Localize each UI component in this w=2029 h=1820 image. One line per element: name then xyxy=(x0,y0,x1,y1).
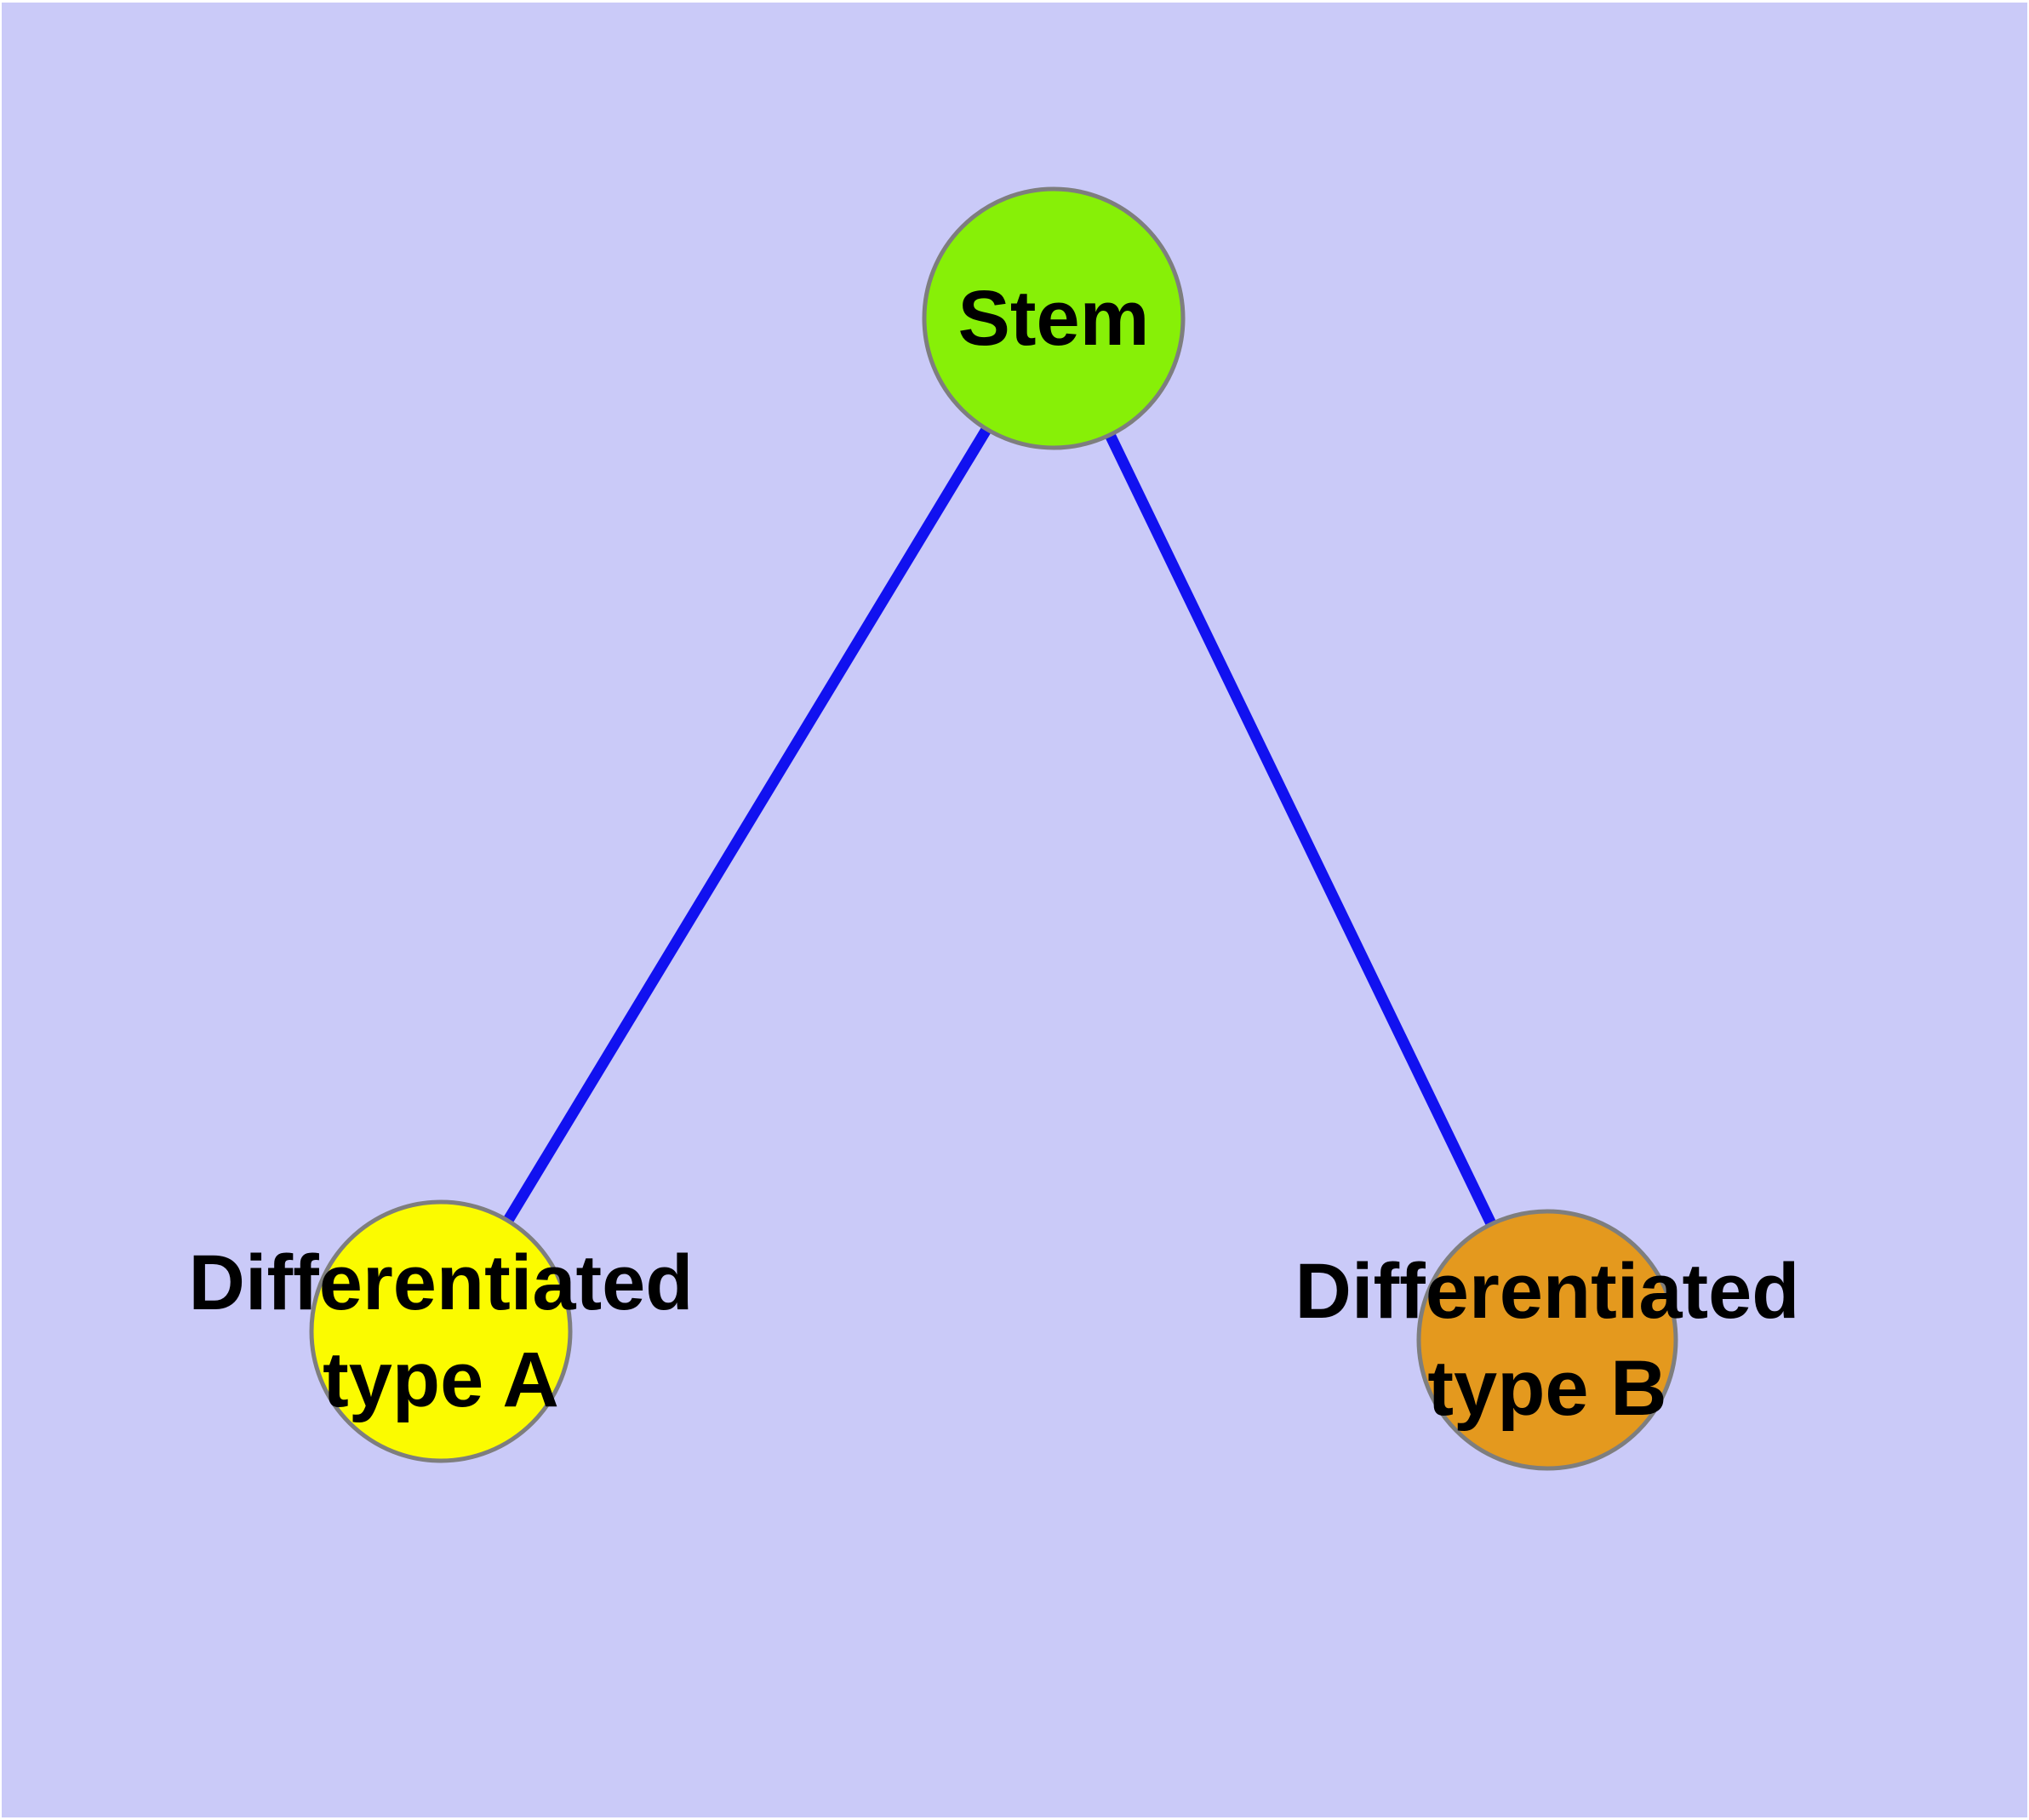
node-stem-label: Stem xyxy=(957,275,1150,362)
node-type-b-label-line1: Differentiated xyxy=(1295,1248,1800,1335)
node-type-a-label-line1: Differentiated xyxy=(188,1239,694,1326)
node-stem-circle xyxy=(922,186,1186,450)
node-type-b-label: Differentiated type B xyxy=(1295,1243,1800,1437)
node-type-a-circle xyxy=(309,1199,573,1463)
node-type-a-label: Differentiated type A xyxy=(189,1234,694,1428)
node-type-b-circle xyxy=(1416,1209,1678,1471)
node-type-a-label-line2: type A xyxy=(323,1336,559,1423)
edge-stem-to-type-b xyxy=(1049,316,1552,1342)
edge-stem-to-type-a xyxy=(436,315,1059,1335)
node-type-b-label-line2: type B xyxy=(1427,1345,1667,1432)
